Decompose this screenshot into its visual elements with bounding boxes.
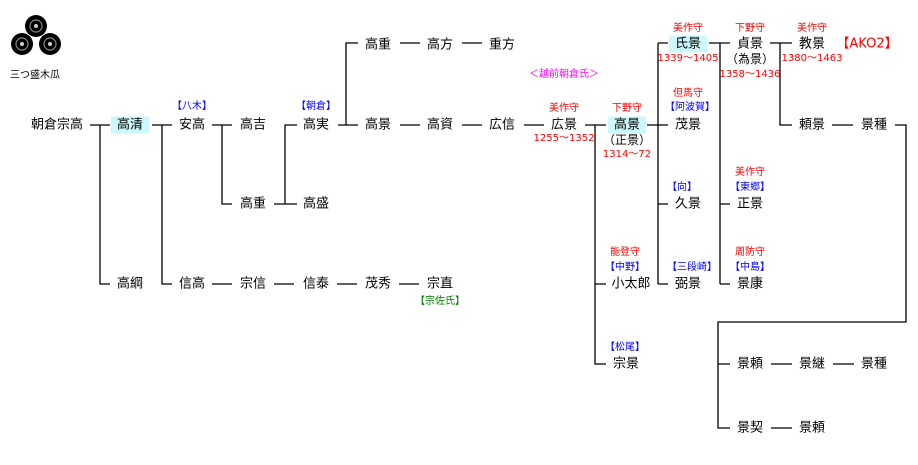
title-masakage: 美作守 [735,167,765,178]
person-takakage: 高景 [364,117,392,133]
person-takakata: 高方 [426,37,454,53]
years-hirokage: 1255～1352 [533,133,595,144]
years-norikage: 1380～1463 [781,53,843,64]
person-takakage-2: 高景 [607,116,647,134]
person-shigehide: 茂秀 [364,276,392,292]
person-kageyori: 景頼 [736,356,764,372]
title-kageyasu: 周防守 [735,247,765,258]
person-hisakage: 久景 [674,196,702,212]
person-takashige-2: 高重 [239,196,267,212]
house-label-asakura: 【朝倉】 [296,101,336,112]
person-nobutaka: 信高 [178,276,206,292]
person-ujikage: 氏景 [668,35,708,53]
house-label-matsuo: 【松尾】 [605,342,645,353]
years-sadakage: 1358～1436 [719,69,781,80]
person-takatsuna: 高綱 [116,276,144,292]
title-shigekage: 但馬守 [673,88,703,99]
person-kageyasu: 景康 [736,276,764,292]
person-munenobu: 宗信 [239,276,267,292]
person-hirokage: 広景 [550,117,578,133]
person-takasuke: 高資 [426,117,454,133]
house-label-munesa: 【宗佐氏】 [415,296,465,307]
house-label-mukai: 【向】 [667,182,697,193]
person-sadakage: 貞景 [736,36,764,52]
person-nobuyasu: 信泰 [302,276,330,292]
house-label-awaga: 【阿波賀】 [665,102,715,113]
house-label-sandanzaki: 【三段崎】 [667,262,717,273]
title-norikage: 美作守 [797,23,827,34]
person-yorikage: 頼景 [798,117,826,133]
person-shigekage: 茂景 [674,117,702,133]
person-munekage: 宗景 [612,356,640,372]
person-shigekata: 重方 [488,37,516,53]
alias-sadakage: （為景） [725,52,775,66]
house-label-yagi: 【八木】 [172,101,212,112]
person-kagechigiri: 景契 [736,420,764,436]
person-masakage: 正景 [736,196,764,212]
ako-link[interactable]: 【AKO2】 [836,36,898,52]
person-norikage: 教景 [798,36,826,52]
house-label-togo: 【東郷】 [730,182,770,193]
person-takamori: 高盛 [302,196,330,212]
title-takakage: 下野守 [612,103,642,114]
person-kotaro: 小太郎 [611,276,651,292]
family-crest-icon [11,15,61,55]
clan-label: ＜越前朝倉氏＞ [529,69,599,80]
person-munenao: 宗直 [426,276,454,292]
person-kagetane: 景種 [860,117,888,133]
person-takayoshi: 高吉 [239,117,267,133]
years-takakage: 1314～72 [602,149,652,160]
title-hirokage: 美作守 [549,103,579,114]
person-takashige: 高重 [364,37,392,53]
person-kageyori-2: 景頼 [798,420,826,436]
person-takakiyo: 高清 [110,116,150,134]
person-munetaka: 朝倉宗高 [30,117,84,133]
title-sadakage: 下野守 [735,23,765,34]
title-kotaro: 能登守 [610,247,640,258]
years-ujikage: 1339～1405 [657,53,719,64]
person-kagetsugu: 景継 [798,356,826,372]
person-kagetane-2: 景種 [860,356,888,372]
title-ujikage: 美作守 [673,23,703,34]
house-label-nakajima: 【中島】 [730,262,770,273]
person-yasutaka: 安高 [178,117,206,133]
person-takazane: 高実 [302,117,330,133]
person-suekage: 弼景 [674,276,702,292]
house-label-nakano: 【中野】 [605,262,645,273]
crest-caption: 三つ盛木瓜 [10,70,60,81]
person-hironobu: 広信 [488,117,516,133]
alias-takakage: （正景） [602,133,652,147]
